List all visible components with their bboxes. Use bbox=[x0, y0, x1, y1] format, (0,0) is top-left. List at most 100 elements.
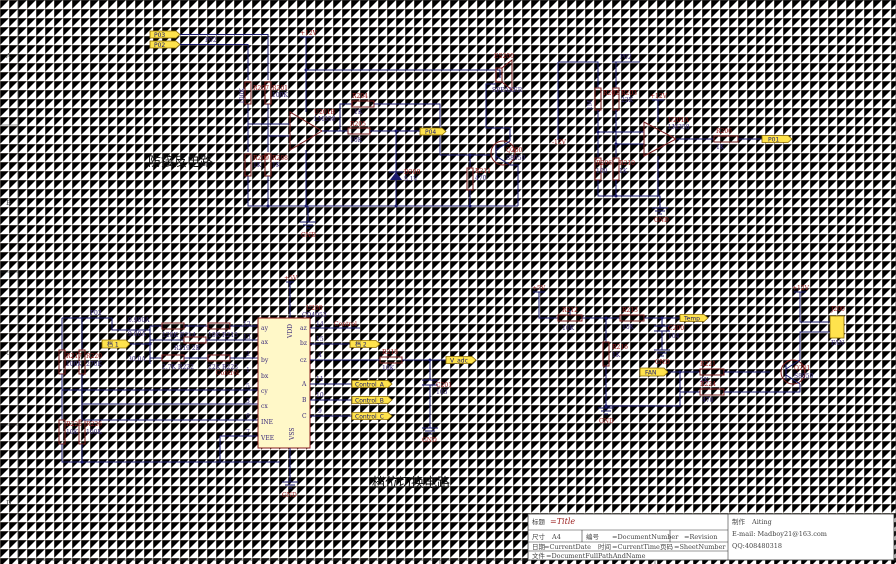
r201-label: R201 bbox=[272, 85, 288, 92]
r204-label: R204 bbox=[352, 93, 368, 100]
opamp-u201a-name: U201A bbox=[668, 117, 690, 124]
bl-net-p02: P02 bbox=[90, 310, 102, 317]
port-control-b[interactable] bbox=[351, 396, 393, 404]
r213-label: R213 bbox=[622, 307, 638, 314]
tb-file-label: 文件 bbox=[532, 551, 546, 560]
pin-cy: cy bbox=[261, 388, 268, 395]
tb-size-value: A4 bbox=[551, 533, 561, 541]
pin-c: C bbox=[302, 413, 307, 420]
c201-label: C201 bbox=[436, 382, 452, 389]
transistor-q201 bbox=[780, 359, 806, 385]
port-vadc-label: V_adc bbox=[450, 358, 468, 365]
pin-vss: VSS bbox=[289, 428, 296, 441]
gnd-label-1: GND bbox=[301, 232, 316, 239]
tb-title-label: 标题 bbox=[532, 517, 546, 526]
r217-value: 100K bbox=[66, 361, 82, 368]
pin-ax: ax bbox=[261, 339, 269, 346]
r212-value: 10K bbox=[562, 325, 575, 332]
r215-label: 10K R215 bbox=[208, 332, 238, 339]
port-control-c[interactable] bbox=[351, 412, 393, 420]
opamp-u201b-part: LM358 bbox=[314, 116, 336, 123]
tb-number-value: =DocumentNumber bbox=[612, 533, 679, 541]
r205-label: R205 bbox=[350, 121, 366, 128]
tb-size-label: 尺寸 bbox=[532, 532, 546, 541]
r225-value: 10K bbox=[66, 429, 79, 436]
port-gear2[interactable] bbox=[349, 340, 381, 348]
r223-label: 22K R223 bbox=[208, 364, 238, 371]
port-p02[interactable] bbox=[149, 40, 181, 49]
r209-label: R209 bbox=[253, 155, 269, 162]
port-p04[interactable] bbox=[419, 127, 447, 136]
tb-time-label: 时间 bbox=[598, 542, 611, 551]
port-temp-label: Temp bbox=[683, 316, 700, 323]
transistor-q200 bbox=[490, 140, 516, 166]
gnd-symbol-4 bbox=[282, 448, 298, 489]
bl-vcc: +5V bbox=[284, 275, 298, 282]
q200-value: S8050 bbox=[506, 155, 526, 162]
pin-num-2: 2 bbox=[246, 351, 250, 358]
pin-a: A bbox=[301, 381, 307, 388]
r218-label: R218 bbox=[382, 349, 398, 356]
zener-d200 bbox=[390, 172, 402, 180]
gnd-label-6: GND bbox=[599, 418, 614, 425]
r224-label: R224 bbox=[700, 381, 716, 388]
chip-cd4053 bbox=[257, 317, 311, 449]
tb-date-value: =CurrentDate bbox=[544, 543, 591, 551]
vcc-label: +12V bbox=[300, 30, 318, 37]
port-p01[interactable] bbox=[761, 135, 793, 143]
r208-value: 1K bbox=[272, 162, 281, 169]
d200-label: D200 bbox=[404, 169, 420, 176]
r221-label: R221 bbox=[700, 361, 716, 368]
pin-num-11: 11 bbox=[316, 376, 324, 383]
r220-label: R220 bbox=[86, 353, 102, 360]
r210-value: 1K bbox=[619, 168, 628, 175]
r209-value: 1K bbox=[253, 162, 262, 169]
c200-label: C200 bbox=[668, 325, 684, 332]
port-p03[interactable] bbox=[149, 30, 181, 39]
volt-label-3: 30.0A bbox=[128, 356, 146, 363]
r202-label: R202 bbox=[603, 90, 619, 97]
pin-cz: cz bbox=[300, 357, 307, 364]
tb-sheet-value: =SheetNumber bbox=[674, 543, 726, 551]
r224-value: 470 bbox=[702, 397, 714, 404]
speaker-value: SPEAKER bbox=[492, 87, 523, 94]
port-fan-label: FAN bbox=[645, 370, 657, 377]
pin-bz: bz bbox=[300, 340, 307, 347]
port-control-a-label: Control_A bbox=[355, 382, 385, 389]
j200-label: J200 bbox=[830, 306, 845, 313]
zone-label-b: B bbox=[6, 199, 11, 207]
capacitor-c200 bbox=[654, 318, 670, 350]
c201-value: 103 bbox=[436, 389, 448, 396]
r212-label: R212 bbox=[562, 307, 578, 314]
port-p04-label: P04 bbox=[425, 129, 436, 136]
port-fan[interactable] bbox=[639, 367, 669, 377]
r218-value: 10K bbox=[382, 365, 395, 372]
port-gear1[interactable] bbox=[101, 339, 131, 349]
gnd-label-4: GND bbox=[282, 492, 297, 499]
r210-label: R210 bbox=[619, 160, 635, 167]
title-reverse-protect: 防接反电路 bbox=[148, 154, 213, 170]
control-small-label: Control bbox=[216, 370, 239, 377]
zone-label-a: A bbox=[5, 52, 11, 60]
r226-label: R226 bbox=[86, 421, 102, 428]
port-control-a[interactable] bbox=[351, 380, 393, 388]
r222-label: 2.7K R222 bbox=[162, 364, 194, 371]
port-vadc[interactable] bbox=[445, 356, 477, 364]
gnd-label-3: GND bbox=[422, 437, 437, 444]
pin-num-10: 10 bbox=[316, 392, 324, 399]
connector-j200 bbox=[829, 315, 845, 339]
pin-ine: INE bbox=[261, 419, 273, 426]
q201-value: S8050 bbox=[794, 373, 814, 380]
pin-num-15: 15 bbox=[316, 336, 324, 343]
tr-vcc: +12V bbox=[650, 93, 668, 100]
br-vcc12: +12V bbox=[792, 285, 810, 292]
r206l-value: 100 bbox=[596, 168, 608, 175]
out-control: Control bbox=[334, 321, 357, 328]
pin-ay: ay bbox=[261, 325, 269, 332]
port-temp[interactable] bbox=[679, 314, 709, 322]
tb-author-label: 制作 bbox=[732, 517, 746, 526]
chip-part: CD4053 bbox=[302, 312, 327, 319]
d200-value: 5.1V bbox=[404, 176, 419, 183]
r214-label: 120K R214 bbox=[162, 332, 196, 339]
